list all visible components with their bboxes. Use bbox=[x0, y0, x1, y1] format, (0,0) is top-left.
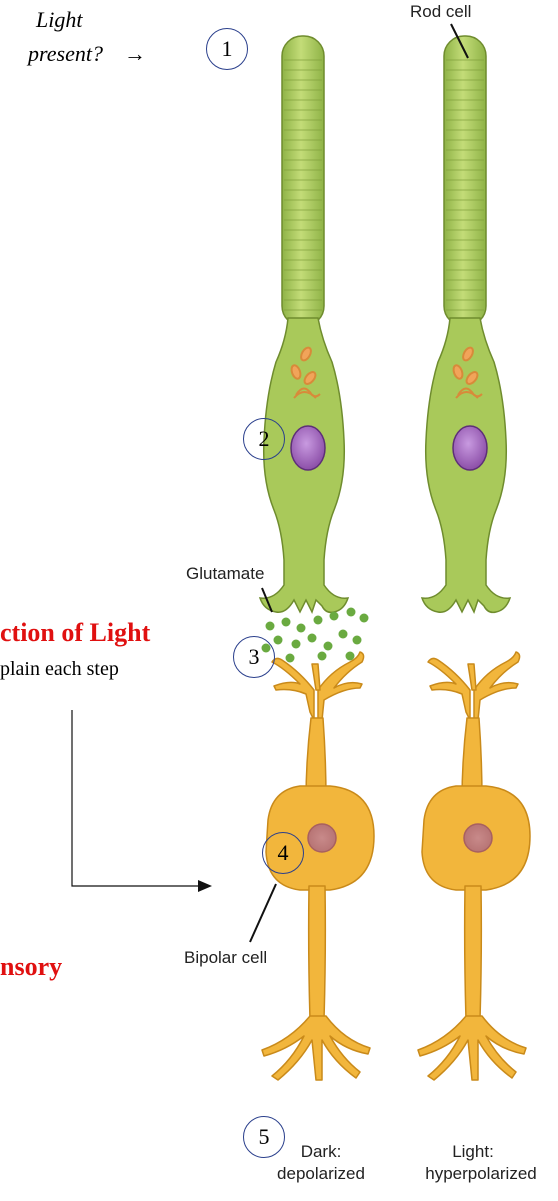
arrow-right-icon: → bbox=[124, 40, 146, 68]
instruction-text: plain each step bbox=[0, 658, 119, 681]
elbow-arrow bbox=[72, 710, 212, 892]
light-question-line1: Light bbox=[36, 6, 82, 34]
heading-sensory: nsory bbox=[0, 952, 62, 982]
light-question-line2: present? bbox=[28, 40, 103, 68]
heading-reception-of-light: ction of Light bbox=[0, 618, 150, 648]
dark-caption-line1: Dark: bbox=[256, 1142, 386, 1162]
light-caption-line1: Light: bbox=[408, 1142, 538, 1162]
dark-caption-line2: depolarized bbox=[256, 1164, 386, 1184]
rod-cell-dark bbox=[260, 36, 348, 612]
rod-cell-light bbox=[422, 36, 510, 612]
rod-cell-label: Rod cell bbox=[410, 2, 471, 22]
glutamate-dots bbox=[262, 608, 369, 663]
bipolar-cell-leader bbox=[250, 884, 276, 942]
step-4-marker: 4 bbox=[262, 832, 304, 874]
step-1-marker: 1 bbox=[206, 28, 248, 70]
glutamate-label: Glutamate bbox=[186, 564, 264, 584]
bipolar-cell-light bbox=[418, 652, 530, 1080]
light-caption-line2: hyperpolarized bbox=[416, 1164, 546, 1184]
bipolar-nucleus bbox=[308, 824, 336, 852]
step-2-marker: 2 bbox=[243, 418, 285, 460]
rod-nucleus bbox=[291, 426, 325, 470]
bipolar-cell-label: Bipolar cell bbox=[184, 948, 267, 968]
step-3-marker: 3 bbox=[233, 636, 275, 678]
